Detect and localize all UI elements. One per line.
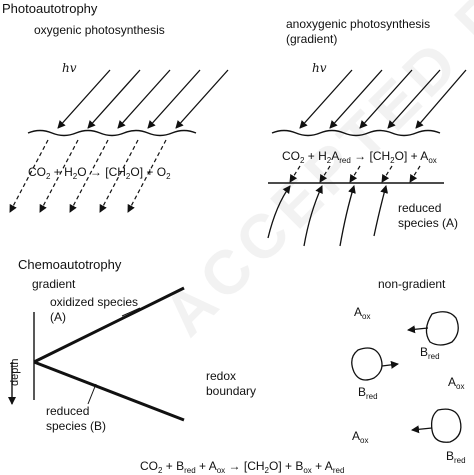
chemo-equation: CO2 + Bred + Aox → [CH2O] + Box + Ared	[140, 459, 345, 475]
oxygenic-equation: CO2 + H2O → [CH2O] + O2	[28, 165, 171, 181]
right-reduced-arrows	[267, 185, 389, 247]
reduced-gradient-line	[33, 360, 185, 422]
left-water-surface	[27, 129, 197, 137]
reduced-label-1: reduced	[46, 404, 90, 418]
gradient-title: gradient	[32, 277, 76, 291]
reduced-label-2: species (B)	[46, 419, 107, 433]
aox-label-1: Aox	[354, 305, 371, 321]
redox-label-1: redox	[206, 369, 237, 383]
chemoautotrophy-heading: Chemoautotrophy	[18, 257, 122, 272]
right-reduced-label-2: species (A)	[398, 216, 459, 230]
bred-label-1: Bred	[420, 345, 440, 361]
bred-label-3: Bred	[446, 449, 466, 465]
right-water-surface	[271, 129, 441, 137]
reduced-leader	[87, 383, 97, 405]
right-reduced-label-1: reduced	[398, 201, 442, 215]
oxidized-label-1: oxidized species	[50, 295, 139, 309]
aox-label-2: Aox	[448, 375, 465, 391]
right-hv-label: hv	[312, 61, 327, 75]
right-light-rays	[299, 69, 467, 129]
anoxygenic-equation: CO2 + H2Ared → [CH2O] + Aox	[282, 149, 437, 165]
right-dashed-rays	[289, 165, 421, 183]
nongradient-title: non-gradient	[378, 277, 446, 291]
bred-label-2: Bred	[358, 385, 378, 401]
oxygenic-title: oxygenic photosynthesis	[34, 23, 165, 37]
redox-label-2: boundary	[206, 384, 257, 398]
oxidized-gradient-line	[33, 286, 185, 364]
left-light-rays	[57, 69, 229, 129]
oxidized-label-2: (A)	[50, 310, 66, 324]
aox-label-3: Aox	[352, 429, 369, 445]
depth-label: depth	[9, 358, 21, 386]
anoxygenic-subtitle: (gradient)	[286, 32, 338, 46]
cells	[351, 311, 462, 443]
left-hv-label: hv	[62, 61, 77, 75]
cell-arrows	[381, 325, 433, 434]
anoxygenic-title: anoxygenic photosynthesis	[286, 17, 431, 31]
oxidized-leader	[121, 307, 141, 317]
photoautotrophy-heading: Photoautotrophy	[2, 1, 98, 16]
